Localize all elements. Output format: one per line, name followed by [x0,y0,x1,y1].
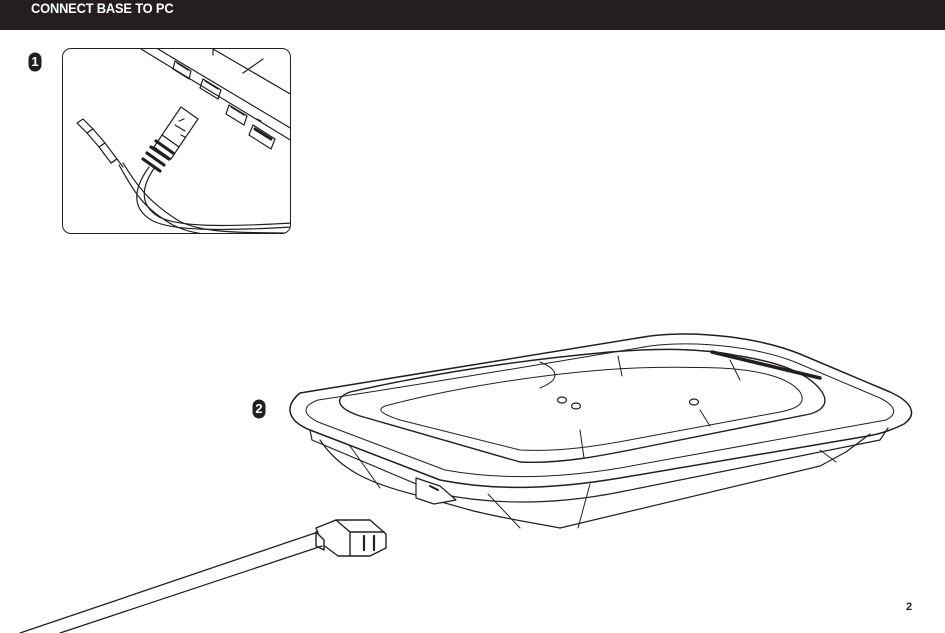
page-number: 2 [906,601,912,613]
cable-illustration [20,532,322,633]
base-connector [316,520,386,556]
